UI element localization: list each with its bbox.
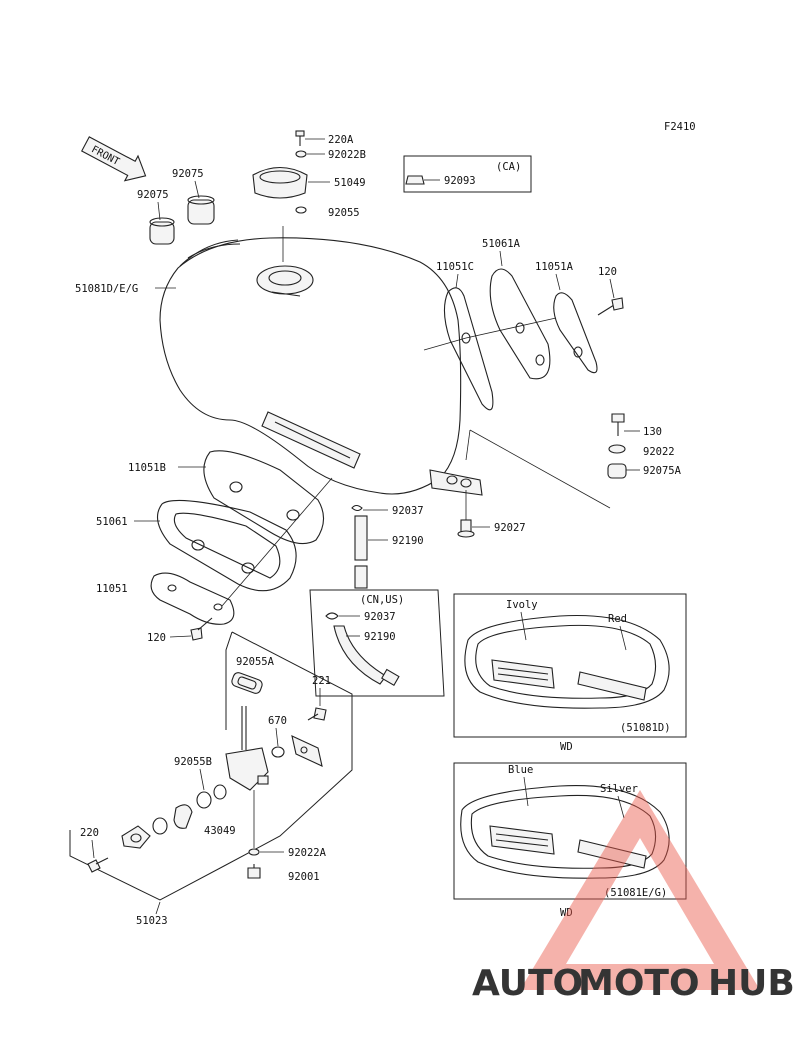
label-51061a: 51061A xyxy=(482,238,521,250)
variant-2-color-right: Silver xyxy=(600,783,638,795)
label-43049: 43049 xyxy=(204,825,236,837)
screw-220 xyxy=(87,857,109,873)
bolt-120-upper xyxy=(597,297,624,316)
screw-221 xyxy=(307,707,327,721)
label-11051: 11051 xyxy=(96,583,128,595)
label-92075-b: 92075 xyxy=(137,189,169,201)
o-rings-92055b xyxy=(196,784,227,809)
emblem-11051a xyxy=(553,292,598,374)
fuel-cap-51049 xyxy=(252,166,330,214)
label-120-a: 120 xyxy=(598,266,617,278)
label-92190-a: 92190 xyxy=(392,535,424,547)
nut-92093 xyxy=(405,175,440,185)
label-51061: 51061 xyxy=(96,516,128,528)
label-cn-us: (CN,US) xyxy=(360,594,404,606)
filter-43049 xyxy=(173,804,193,829)
label-92022b: 92022B xyxy=(328,149,366,161)
washer-92022 xyxy=(608,444,626,454)
variant-tank-2 xyxy=(460,785,670,879)
label-92093: 92093 xyxy=(444,175,476,187)
label-92055a: 92055A xyxy=(236,656,275,668)
watermark-word-a: AUTO xyxy=(472,963,583,1004)
label-92055b: 92055B xyxy=(174,756,212,768)
clip-92037-b xyxy=(325,612,339,620)
fuel-cock-body xyxy=(225,706,269,791)
plate-gasket xyxy=(121,825,151,849)
label-92055: 92055 xyxy=(328,207,360,219)
label-120-b: 120 xyxy=(147,632,166,644)
emblem-11051b xyxy=(203,450,325,545)
label-92027: 92027 xyxy=(494,522,526,534)
label-670: 670 xyxy=(268,715,287,727)
hose-92190-a xyxy=(354,515,368,589)
label-11051b: 11051B xyxy=(128,462,166,474)
label-92075-a: 92075 xyxy=(172,168,204,180)
variant-2-region: WD xyxy=(560,907,573,919)
washer-92022a xyxy=(248,848,260,856)
fuel-cock-group-outline-2 xyxy=(225,631,233,730)
variant-1-color-right: Red xyxy=(608,613,627,625)
hose-92190-b xyxy=(333,625,400,686)
label-92022a: 92022A xyxy=(288,847,327,859)
damper-92075-upper xyxy=(187,195,215,225)
label-92190-b: 92190 xyxy=(364,631,396,643)
label-51023: 51023 xyxy=(136,915,168,927)
figure-code: F2410 xyxy=(664,121,696,133)
label-92037-a: 92037 xyxy=(392,505,424,517)
bolt-120-lower xyxy=(190,617,213,641)
label-ca: (CA) xyxy=(496,161,521,173)
variant-panel-1 xyxy=(453,593,687,738)
variant-1-color-left: Ivoly xyxy=(506,599,538,611)
lever-cover xyxy=(291,735,323,767)
damper-92075-lower xyxy=(149,217,175,245)
emblem-11051c xyxy=(443,287,494,411)
ca-box xyxy=(403,155,532,193)
label-11051a: 11051A xyxy=(535,261,574,273)
fuel-tank-51081deg xyxy=(159,237,483,496)
bolt-92001 xyxy=(247,864,261,879)
watermark-triangle xyxy=(520,790,760,990)
front-arrow: FRONT xyxy=(81,136,147,182)
label-220a: 220A xyxy=(328,134,354,146)
label-92022: 92022 xyxy=(643,446,675,458)
bolt-130 xyxy=(611,413,625,436)
label-221: 221 xyxy=(312,675,331,687)
watermark-word-b: MOTO xyxy=(578,963,700,1004)
label-51049: 51049 xyxy=(334,177,366,189)
seal-ring xyxy=(152,817,168,835)
label-92075a: 92075A xyxy=(643,465,682,477)
collar-92027 xyxy=(457,519,475,538)
watermark-word-c: HUB xyxy=(708,963,795,1004)
damper-92075a xyxy=(607,463,627,479)
emblem-51061 xyxy=(156,499,297,592)
variant-1-part: (51081D) xyxy=(620,722,671,734)
variant-2-part: (51081E/G) xyxy=(604,887,667,899)
watermark-logo: AUTO MOTO HUB xyxy=(472,790,795,1004)
label-220: 220 xyxy=(80,827,99,839)
variant-tank-1 xyxy=(464,614,670,709)
o-ring-670 xyxy=(271,746,285,758)
label-92037-b: 92037 xyxy=(364,611,396,623)
emblem-51061a xyxy=(489,268,551,380)
cn-us-box xyxy=(309,589,445,697)
gasket-92055a xyxy=(231,672,263,694)
label-92001: 92001 xyxy=(288,871,320,883)
label-51081deg: 51081D/E/G xyxy=(75,283,138,295)
variant-2-color-left: Blue xyxy=(508,764,533,776)
variant-1-region: WD xyxy=(560,741,573,753)
variant-panel-2 xyxy=(453,762,687,900)
cap-bolt-220a xyxy=(295,130,325,158)
label-11051c: 11051C xyxy=(436,261,474,273)
clip-92037-a xyxy=(351,504,363,512)
label-130: 130 xyxy=(643,426,662,438)
emblem-11051 xyxy=(150,572,235,625)
